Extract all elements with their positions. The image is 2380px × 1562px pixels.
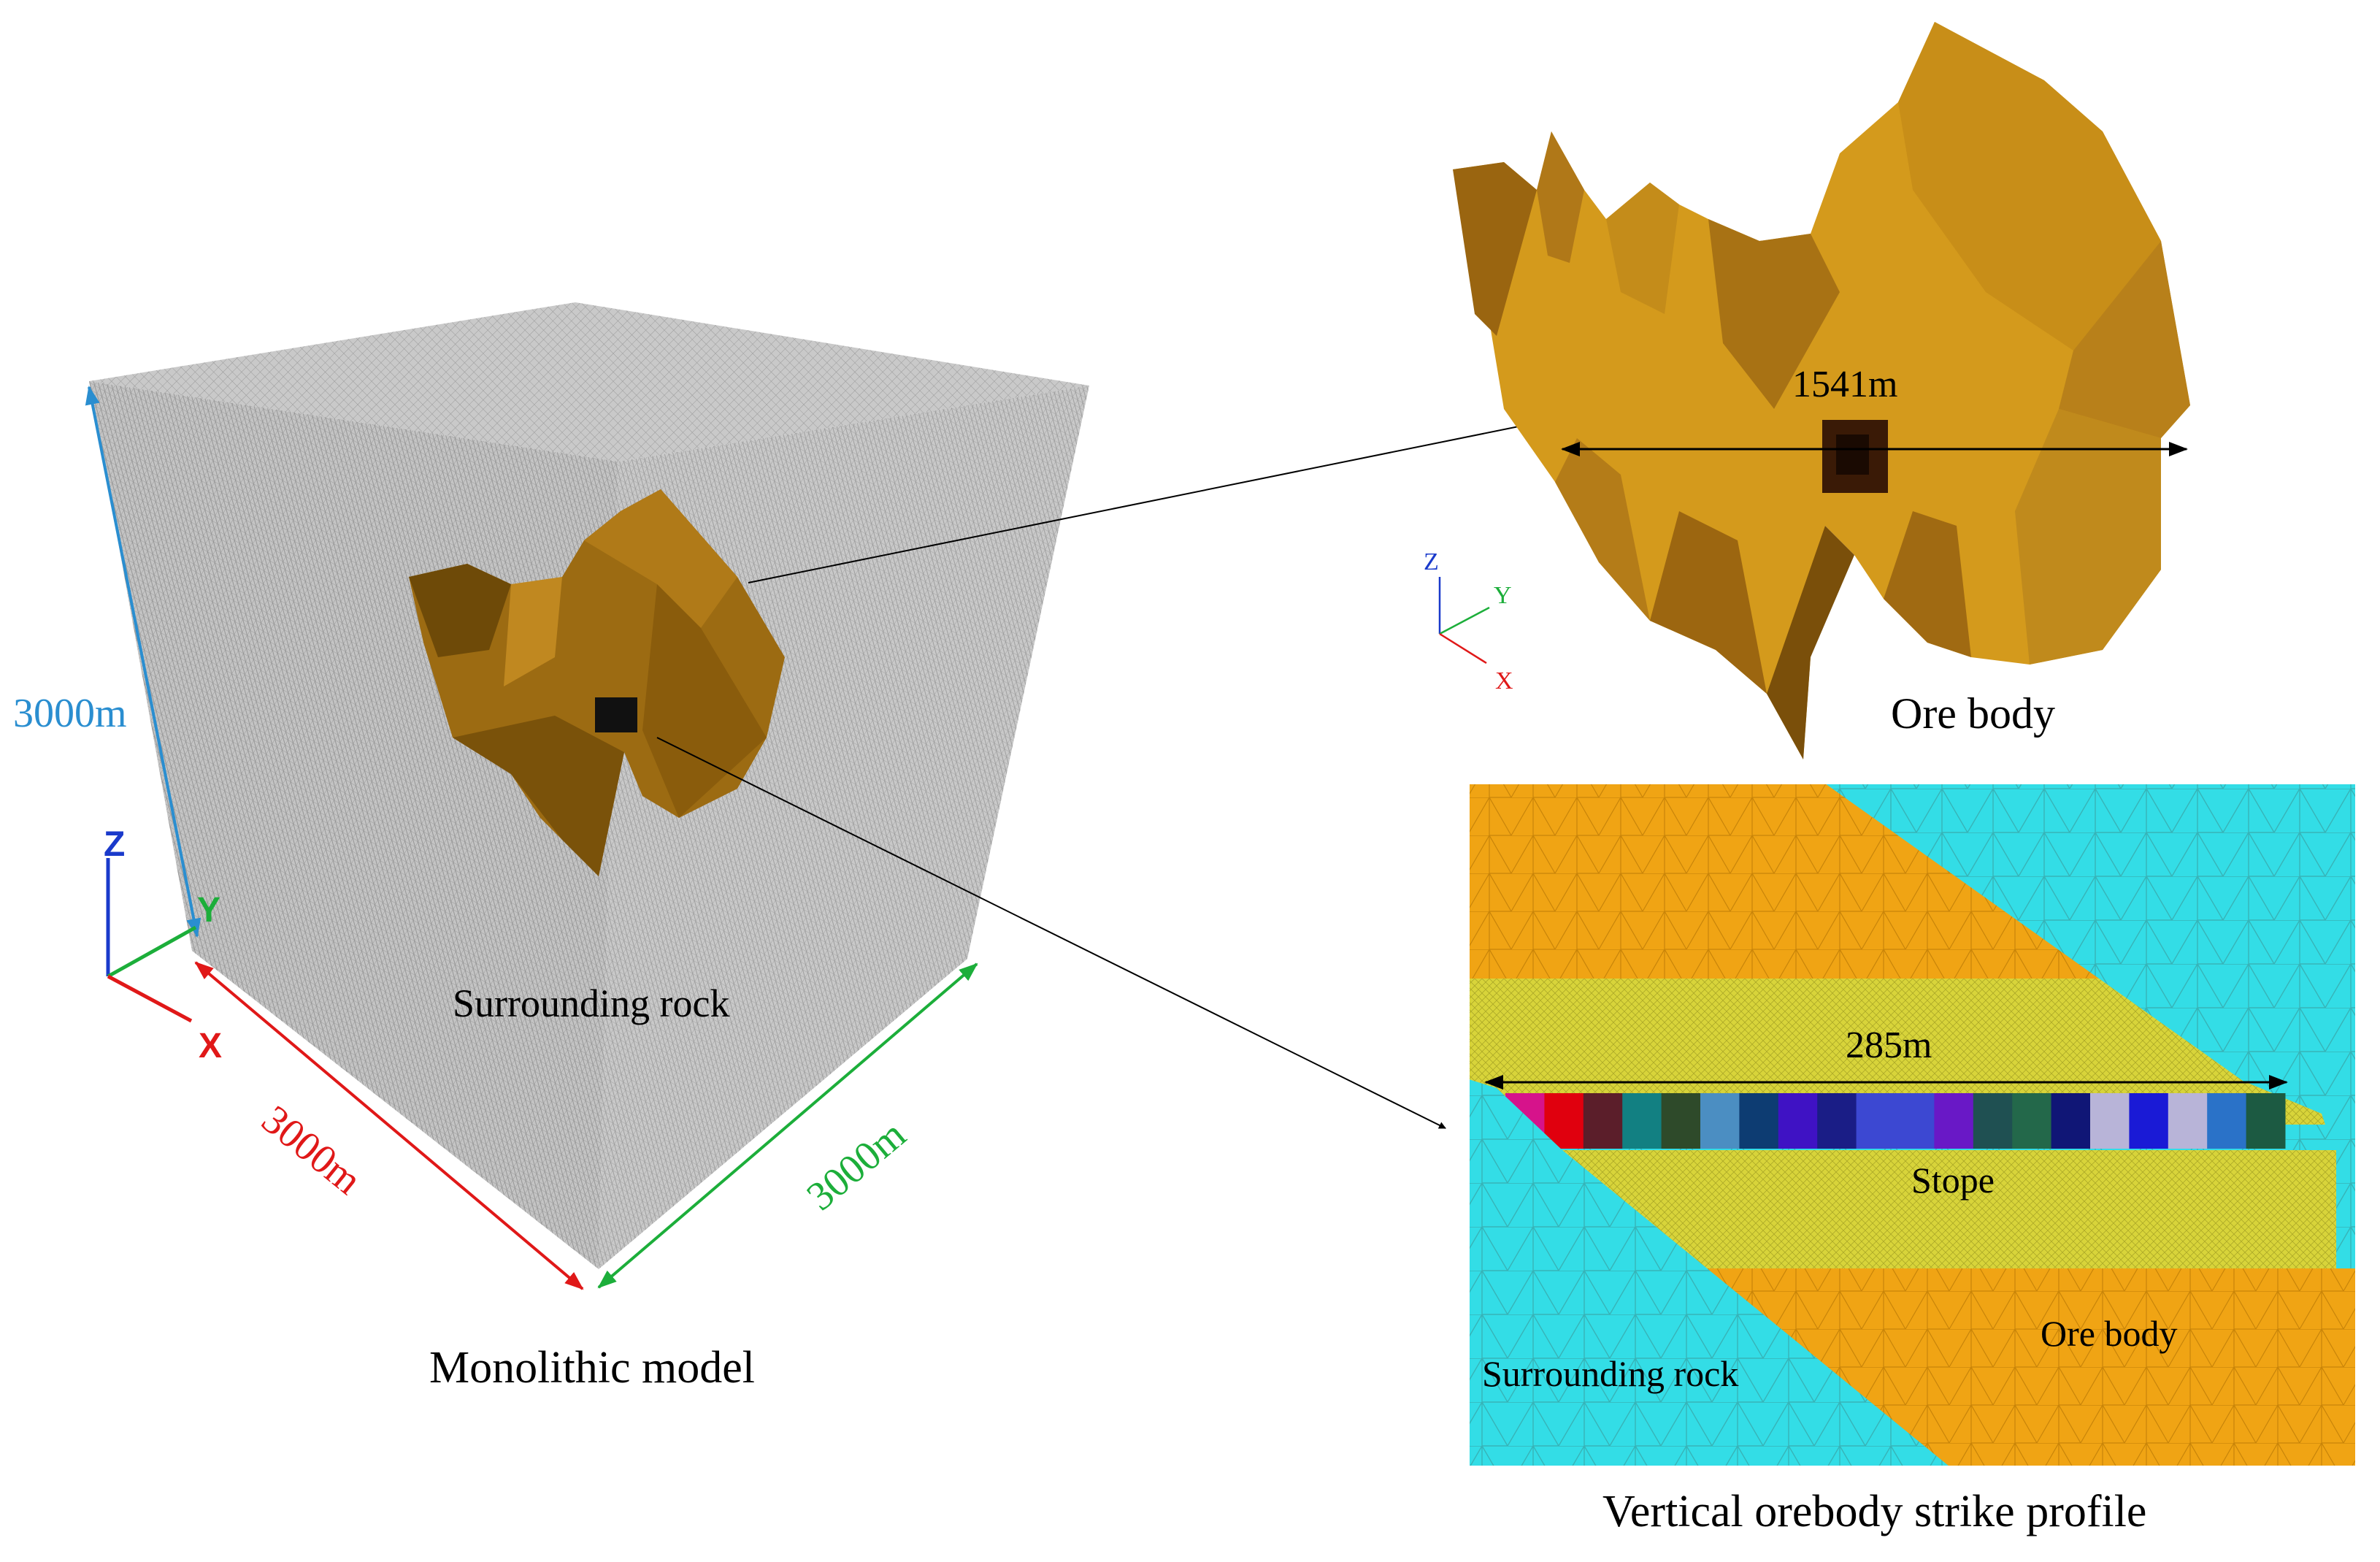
profile-surrounding-rock-label: Surrounding rock (1482, 1353, 1738, 1394)
stope-block (1661, 1093, 1701, 1149)
dim-vertical-label: 3000m (13, 691, 127, 736)
stope-block (2246, 1093, 2286, 1149)
stope-block (1895, 1093, 1935, 1149)
svg-text:X: X (1495, 667, 1513, 694)
monolithic-model: 3000m 3000m 3000m Surrounding rock Monol… (13, 302, 1089, 1393)
cube-top-face (89, 302, 1089, 462)
stope-block (1583, 1093, 1623, 1149)
strike-profile-view (1469, 784, 2356, 1466)
stope-block (1934, 1093, 1974, 1149)
stope-block (1856, 1093, 1896, 1149)
stope-block-embedded (595, 697, 637, 732)
cube-left-face (89, 381, 618, 1269)
connector-arrow-profile (656, 737, 1446, 1129)
dim-vertical-arrow (85, 386, 201, 938)
stope-block (2012, 1093, 2052, 1149)
axis-triad-ore-body: Z Y X (1424, 548, 1513, 694)
dim-y-label: 3000m (799, 1111, 915, 1219)
profile-stope-lower (1562, 1150, 2336, 1268)
profile-stope-label: Stope (1911, 1160, 1995, 1201)
stope-block (1700, 1093, 1740, 1149)
axis-triad-left: Z Y X (104, 825, 222, 1065)
ore-body-caption: Ore body (1891, 689, 2055, 738)
stope-block (2168, 1093, 2208, 1149)
monolithic-model-caption: Monolithic model (429, 1343, 755, 1393)
dim-x-arrow (194, 961, 584, 1290)
stope-block (1973, 1093, 2013, 1149)
stope-block (2207, 1093, 2247, 1149)
stope-block-row (1505, 1093, 2286, 1149)
stope-block (2090, 1093, 2130, 1149)
connector-arrow-ore-body (748, 422, 1527, 583)
svg-text:X: X (199, 1027, 222, 1065)
stope-block (2051, 1093, 2091, 1149)
ore-body-span-label: 1541m (1792, 364, 1897, 405)
stope-block (1739, 1093, 1779, 1149)
ore-body-embedded (409, 489, 785, 876)
dim-x-label: 3000m (253, 1097, 370, 1203)
surrounding-rock-label: Surrounding rock (453, 981, 729, 1025)
stope-block (1778, 1093, 1818, 1149)
svg-text:Y: Y (197, 891, 220, 930)
profile-span-label: 285m (1846, 1025, 1932, 1066)
ore-body-view: 1541m Ore body Z Y X (1424, 22, 2190, 759)
stope-block (1622, 1093, 1662, 1149)
svg-text:Y: Y (1494, 582, 1512, 609)
svg-text:Z: Z (1424, 548, 1439, 575)
svg-text:Z: Z (104, 825, 125, 864)
dim-y-arrow (597, 962, 978, 1289)
strike-profile-caption: Vertical orebody strike profile (1602, 1487, 2146, 1536)
stope-block (1817, 1093, 1857, 1149)
stope-block (2129, 1093, 2169, 1149)
profile-ore-body-label: Ore body (2041, 1313, 2177, 1354)
